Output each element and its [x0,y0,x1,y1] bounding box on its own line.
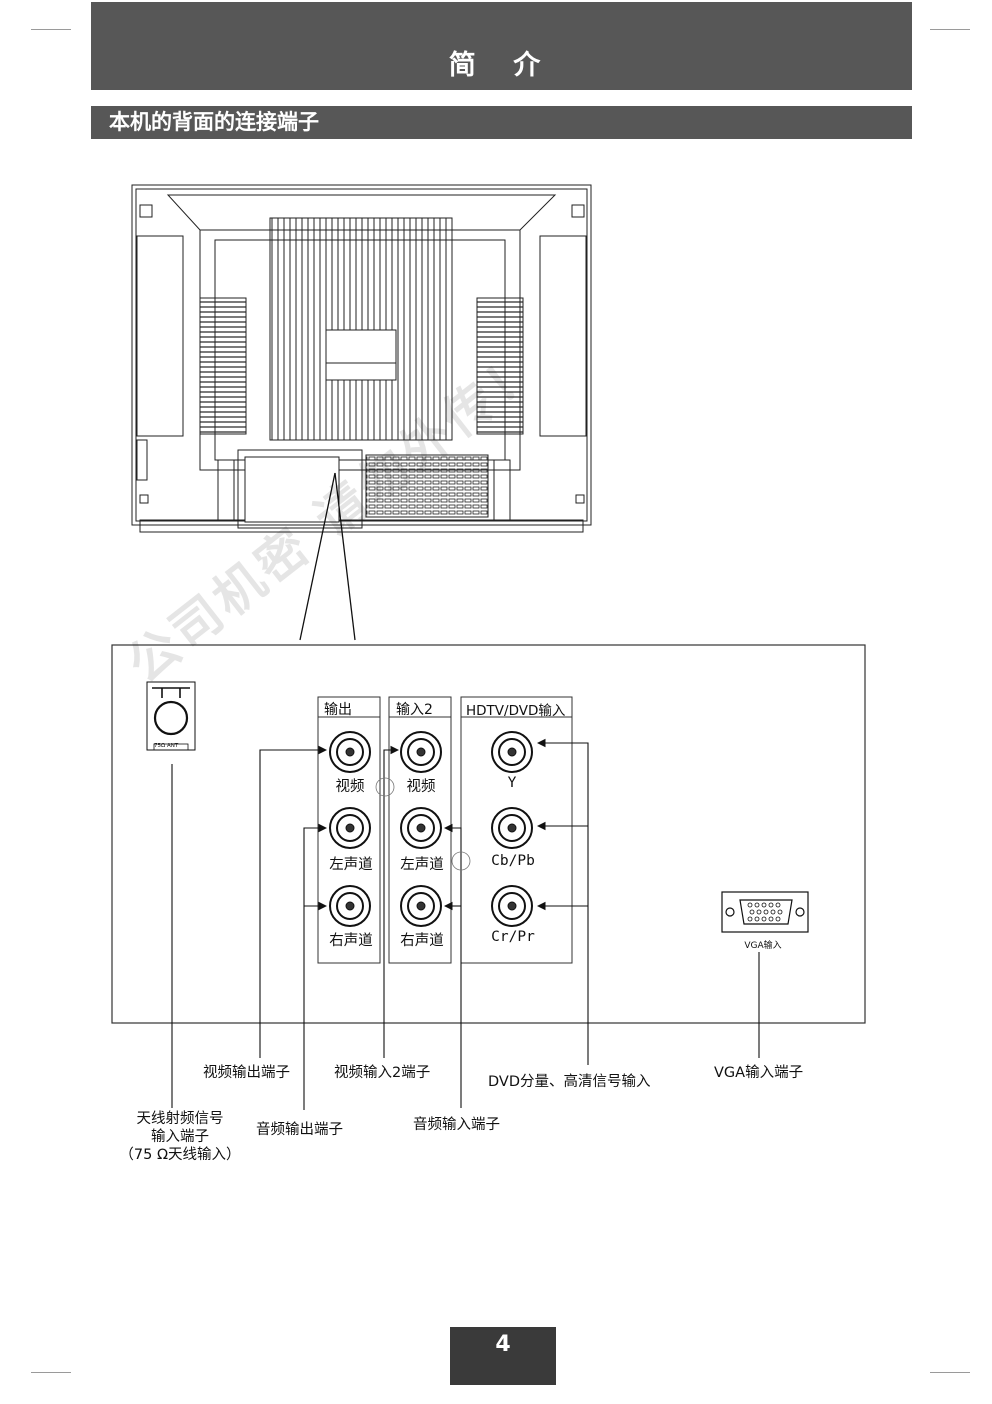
jack-label: Cb/Pb [491,853,535,869]
antenna-terminal [146,681,196,751]
vga-connector [721,891,809,933]
section-title: 本机的背面的连接端子 [91,106,912,139]
jack-label: 视频 [406,779,436,795]
vga-tag: VGA输入 [744,941,782,951]
callout-audio-out: 音频输出端子 [256,1122,343,1138]
callout-video-out: 视频输出端子 [203,1065,290,1081]
page-title: 简 介 [91,2,912,90]
jack-label: 右声道 [329,933,373,949]
callout-antenna: 输入端子 [151,1129,209,1145]
group-title-input2: 输入2 [396,702,433,718]
page-number: 4 [450,1327,556,1385]
jack-label: 右声道 [400,933,444,949]
jack-label: Cr/Pr [491,929,535,945]
callout-antenna: （75 Ω天线输入） [119,1147,241,1163]
callout-vga-in: VGA输入端子 [714,1065,804,1081]
callout-video-in2: 视频输入2端子 [334,1065,431,1081]
crop-mark [930,1372,970,1373]
tv-rear-view [131,184,592,533]
jack-label: 左声道 [329,857,373,873]
jack-label: Y [507,775,517,791]
group-title-hdtv: HDTV/DVD输入 [466,703,566,719]
antenna-tag: 75Ω ANT [154,743,179,749]
callout-antenna: 天线射频信号 [136,1111,224,1127]
group-title-output: 输出 [324,702,352,718]
callout-dvd-component: DVD分量、高清信号输入 [488,1074,651,1090]
crop-mark [31,1372,71,1373]
crop-mark [31,29,71,30]
callout-audio-in: 音频输入端子 [413,1117,500,1133]
jack-label: 视频 [335,779,365,795]
jack-label: 左声道 [400,857,444,873]
crop-mark [930,29,970,30]
